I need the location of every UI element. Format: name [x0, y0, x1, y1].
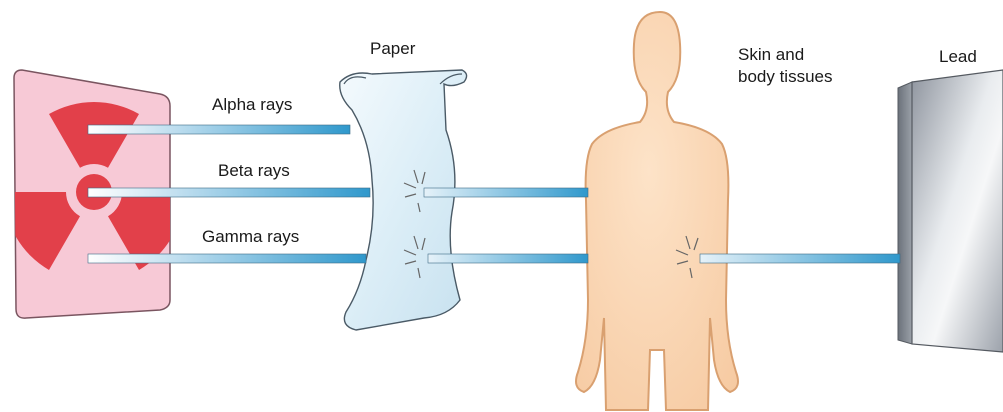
paper-sheet	[340, 70, 467, 330]
skin-label: Skin and body tissues	[738, 44, 833, 88]
paper-label: Paper	[370, 38, 415, 60]
gamma-ray	[88, 254, 900, 263]
beta-label: Beta rays	[218, 160, 290, 182]
lead-face	[912, 70, 1003, 352]
beta-ray	[88, 188, 588, 197]
human-body	[576, 12, 738, 410]
lead-shield	[898, 70, 1003, 352]
alpha-label: Alpha rays	[212, 94, 292, 116]
alpha-ray	[88, 125, 350, 134]
gamma-label: Gamma rays	[202, 226, 299, 248]
lead-label: Lead	[939, 46, 977, 68]
lead-side	[898, 82, 912, 344]
